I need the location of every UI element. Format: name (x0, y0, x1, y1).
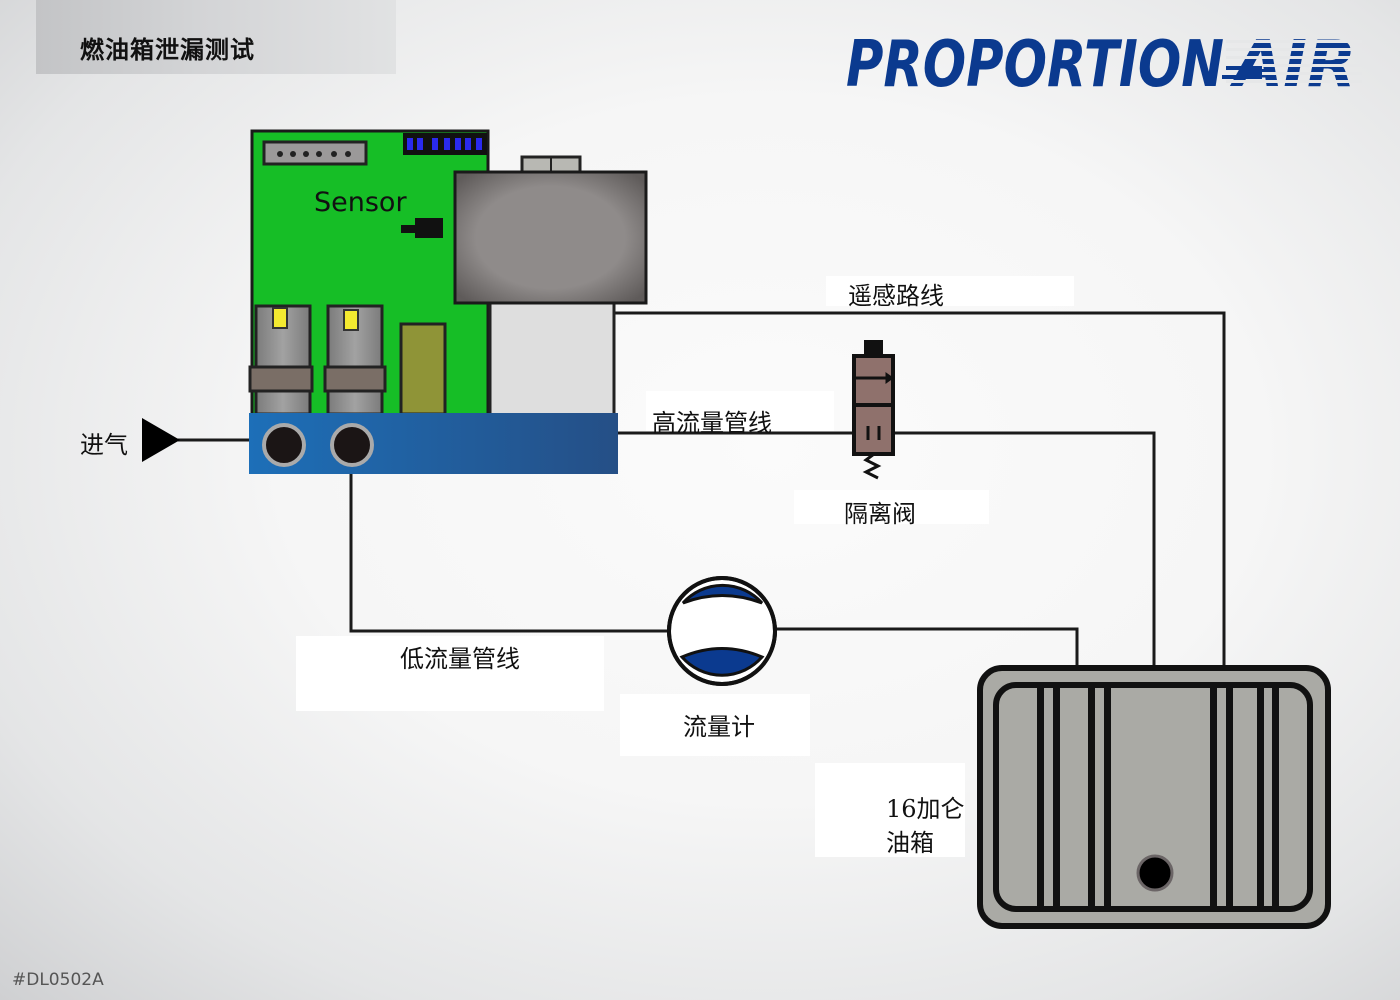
flowmeter-label-bg (620, 694, 810, 756)
remote-sense-line-label: 遥感路线 (848, 282, 944, 310)
fuel-tank-label-line1: 16加仑 (886, 795, 965, 823)
high-flow-line-label: 高流量管线 (652, 409, 772, 437)
logo-stripe-mask (1226, 40, 1362, 83)
low-flow-label-bg (296, 636, 604, 711)
dip-switch-keys (407, 138, 482, 150)
document-id: #DL0502A (12, 970, 104, 990)
inlet-arrow-icon (142, 418, 180, 462)
pin-header-pins (277, 151, 351, 157)
logo-speed-lines (1222, 66, 1262, 79)
page-title: 燃油箱泄漏测试 (80, 35, 255, 64)
low-flow-line-a (349, 470, 668, 633)
proportion-air-logo: PROPORTION AIR (846, 28, 1362, 94)
manifold-port-1 (262, 423, 306, 467)
isolation-valve-icon (852, 340, 895, 480)
tank-label-bg (815, 763, 965, 857)
high-flow-label-bg (646, 391, 834, 431)
remote-sense-line (614, 311, 1226, 668)
fuel-tank-icon (977, 665, 1331, 929)
pressure-cartridge-2 (323, 304, 387, 416)
high-flow-line (618, 431, 1156, 668)
manifold-port-2 (330, 423, 374, 467)
sensor-connector (415, 218, 443, 238)
tank-drain (1136, 854, 1174, 892)
valve-label-bg (794, 490, 989, 524)
pressure-cartridge-1 (248, 304, 314, 416)
isolation-valve-label: 隔离阀 (844, 500, 916, 528)
manifold (249, 413, 618, 474)
pin-header (262, 140, 368, 166)
remote-sense-label-bg (826, 276, 1074, 306)
logo-brand-main: PROPORTION (846, 28, 1224, 94)
capacitor (399, 322, 447, 416)
fuel-tank-label-line2: 油箱 (886, 829, 934, 857)
flow-meter-label: 流量计 (683, 713, 755, 741)
sensor-label: Sensor (314, 187, 407, 218)
low-flow-line-b (776, 627, 1079, 668)
inlet-label: 进气 (80, 431, 128, 459)
title-banner (36, 0, 396, 74)
flow-meter-icon (667, 576, 777, 686)
sensor-board: Sensor (248, 129, 490, 418)
proportional-valve (453, 155, 648, 417)
low-flow-line-label: 低流量管线 (400, 645, 520, 673)
